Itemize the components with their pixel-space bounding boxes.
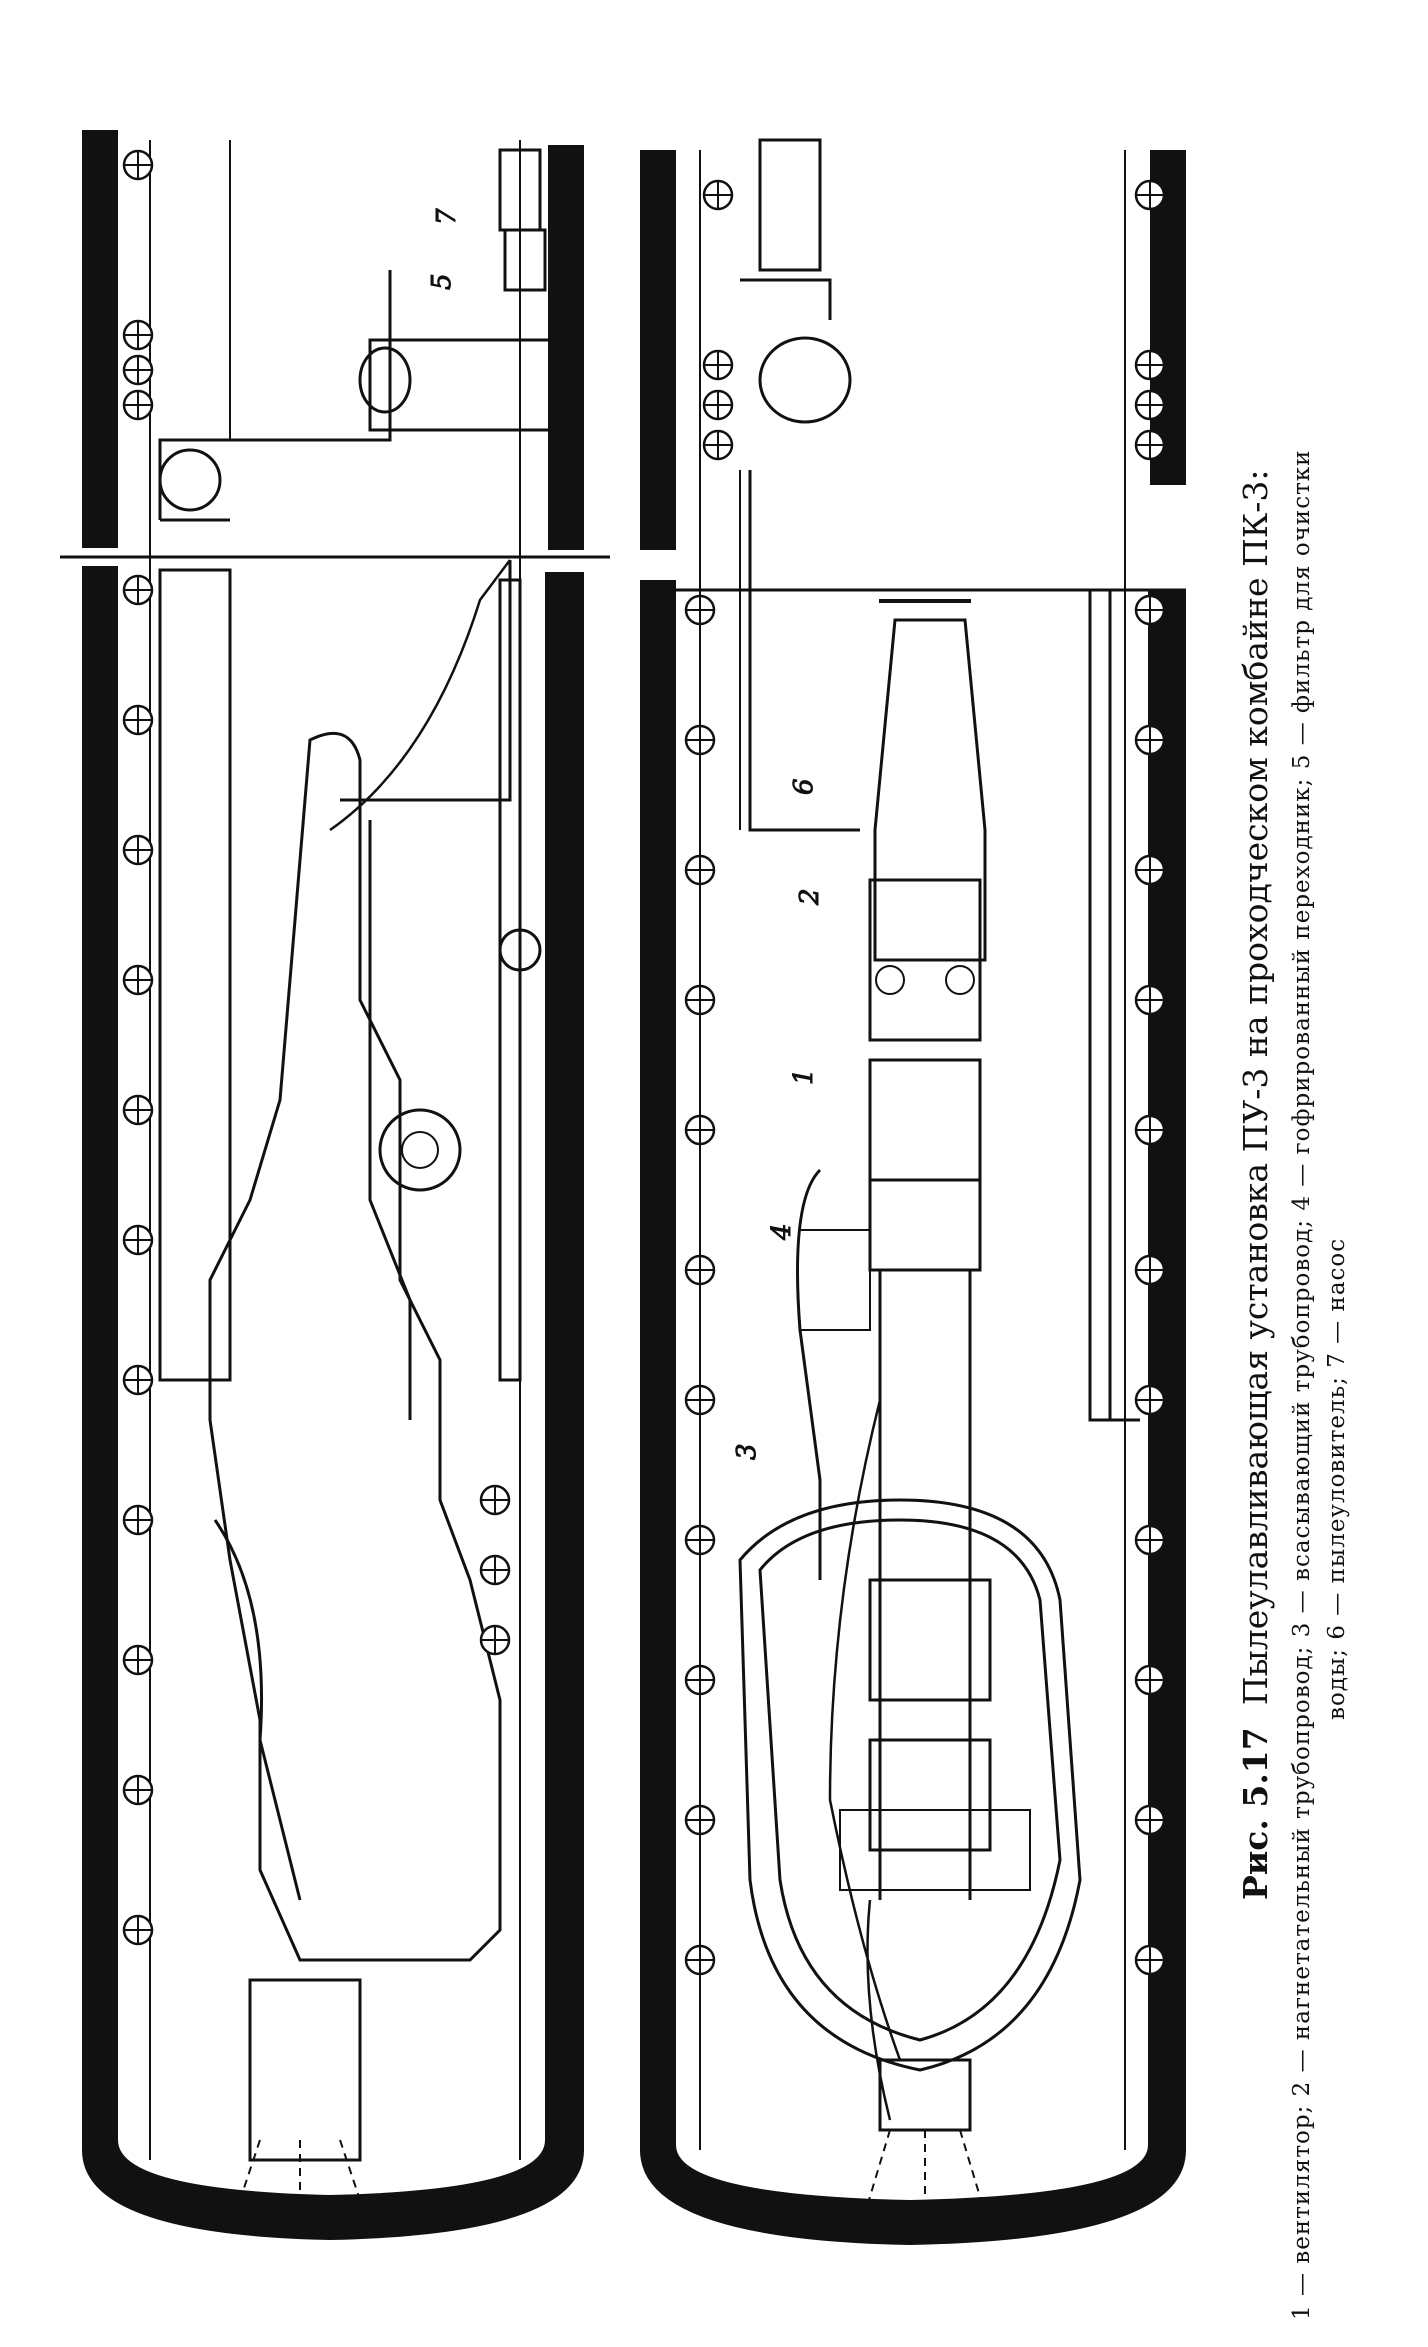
legend-line-2: воды; 6 — пылеуловитель; 7 — насос [1324, 1237, 1350, 1720]
left-tunnel-walls [82, 130, 584, 2240]
caption-title-line: Рис. 5.17 Пылеулавливающая установка ПУ-3… [1228, 120, 1284, 2320]
callout-5: 5 [427, 273, 457, 290]
callout-1: 1 [789, 1068, 819, 1085]
callout-7: 7 [432, 208, 462, 225]
right-bolts [684, 179, 1166, 1976]
figure-title: Пылеулавливающая установка ПУ-3 на прохо… [1236, 469, 1275, 1706]
left-tunnel-view: 5 7 [60, 130, 610, 2240]
callout-6: 6 [789, 778, 819, 795]
legend-line-1: 1 — вентилятор; 2 — нагнетательный трубо… [1289, 449, 1315, 2320]
right-tunnel-walls [640, 150, 1186, 2245]
figure-number: Рис. 5.17 [1236, 1727, 1275, 1900]
callout-2: 2 [795, 888, 825, 906]
right-tunnel-view: 6 2 1 4 3 [640, 138, 1186, 2245]
callout-3: 3 [732, 1443, 762, 1460]
figure-caption: Рис. 5.17 Пылеулавливающая установка ПУ-3… [1228, 120, 1354, 2320]
left-bolts [122, 149, 511, 1946]
callout-4: 4 [767, 1223, 797, 1241]
